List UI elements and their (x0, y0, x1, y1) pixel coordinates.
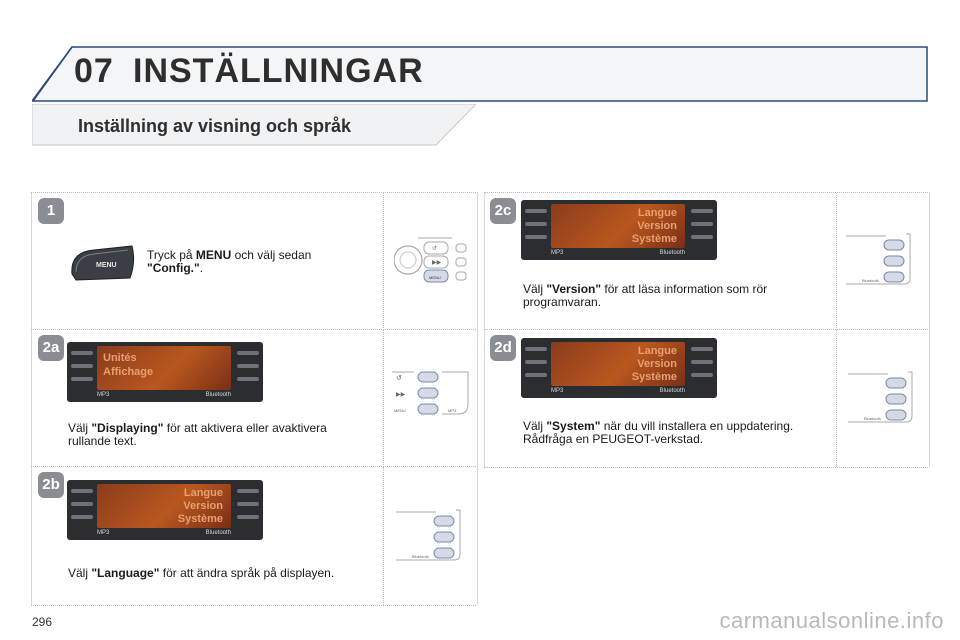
screen-line: Système (631, 233, 677, 245)
screen-line: Langue (637, 345, 677, 357)
step-badge-2b: 2b (38, 472, 64, 498)
step-2b-panel (31, 466, 476, 606)
menu-button-illustration: MENU (66, 244, 136, 287)
watermark[interactable]: carmanualsonline.info (719, 608, 944, 633)
screen-line: Langue (637, 207, 677, 219)
chapter-title: INSTÄLLNINGAR (133, 52, 424, 90)
screen-line: Affichage (103, 366, 154, 378)
step-2a-panel (31, 329, 476, 467)
svg-text:MP3: MP3 (448, 408, 457, 413)
svg-text:▶▶: ▶▶ (432, 260, 442, 266)
screen-line: Version (637, 220, 677, 232)
chapter-banner (32, 46, 928, 102)
screen-line: Langue (183, 487, 223, 499)
section-header (32, 104, 476, 146)
step-badge-2c: 2c (490, 198, 516, 224)
step-2c-instruction: Välj "Version" för att läsa information … (523, 282, 768, 309)
control-buttons-illustration-2d: Bluetooth (848, 370, 914, 431)
svg-text:Bluetooth: Bluetooth (862, 278, 879, 283)
control-buttons-illustration-2a: ↺ ▶▶ MENU MP3 (392, 368, 470, 425)
control-panel-dial-illustration: ↺ ▶▶ MENU (393, 230, 470, 293)
screen-line: Version (637, 358, 677, 370)
step-1-panel (31, 192, 476, 330)
control-buttons-illustration-2b: Bluetooth (396, 508, 462, 569)
step-2a-instruction: Välj "Displaying" för att aktivera eller… (68, 421, 327, 448)
svg-text:Bluetooth: Bluetooth (864, 416, 881, 421)
step-badge-1: 1 (38, 198, 64, 224)
screen-line: Unités (103, 352, 137, 364)
step-1-instruction: Tryck på MENU och välj sedan"Config.". (147, 248, 312, 275)
svg-text:↺: ↺ (396, 375, 402, 382)
menu-button-label: MENU (96, 262, 117, 269)
section-title: Inställning av visning och språk (78, 116, 352, 136)
step-2d-instruction: Välj "System" när du vill installera en … (523, 419, 794, 446)
svg-text:MENU: MENU (394, 408, 406, 413)
svg-text:MENU: MENU (429, 275, 441, 280)
step-2d-panel (484, 329, 928, 468)
chapter-number: 07 (74, 52, 114, 90)
svg-text:↺: ↺ (432, 245, 437, 252)
left-column-frame (31, 192, 478, 605)
step-badge-2a: 2a (38, 335, 64, 361)
screen-line: Système (631, 371, 677, 383)
screen-line: Système (177, 513, 223, 525)
step-badge-2d: 2d (490, 335, 516, 361)
step-2b-instruction: Välj "Language" för att ändra språk på d… (68, 566, 335, 580)
step-2c-panel (484, 192, 928, 330)
screen-line: Version (183, 500, 223, 512)
control-buttons-illustration-2c: Bluetooth (846, 232, 912, 293)
svg-text:▶▶: ▶▶ (396, 392, 406, 398)
svg-text:Bluetooth: Bluetooth (412, 554, 429, 559)
page-number: 296 (32, 615, 53, 629)
